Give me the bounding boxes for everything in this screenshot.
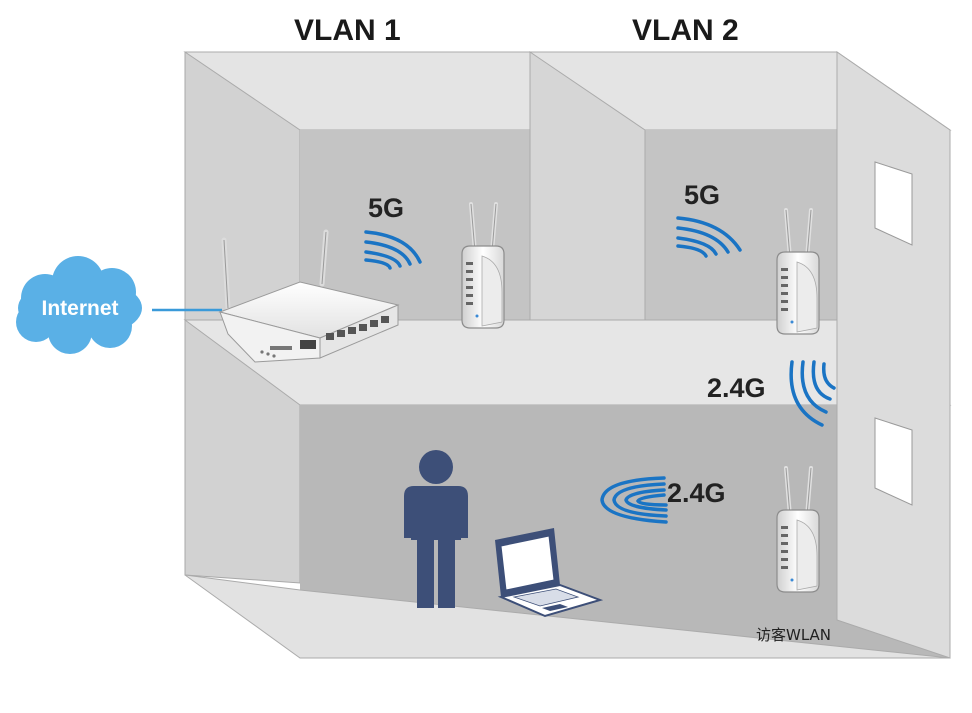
- band-label-upper-left: 5G: [368, 193, 405, 223]
- wifi-signal-icon-right-mid: [789, 360, 836, 427]
- wifi-signal-icon-upper-left: [364, 230, 422, 270]
- vlan2-header: VLAN 2: [632, 14, 739, 47]
- band-label-lower: 2.4G: [667, 478, 726, 508]
- window-upper: [874, 161, 913, 246]
- window-lower: [874, 417, 913, 506]
- cloud-icon: Internet: [16, 256, 142, 354]
- band-label-upper-right: 5G: [684, 180, 721, 210]
- vlan1-header: VLAN 1: [294, 14, 401, 47]
- person-icon: [404, 450, 468, 608]
- guest-wlan-label: 访客WLAN: [756, 626, 832, 644]
- wifi-signal-icon-lower: [600, 476, 668, 524]
- router-icon: [218, 229, 400, 363]
- cloud-label: Internet: [41, 297, 118, 320]
- wifi-signal-icon-upper-right: [676, 216, 742, 258]
- laptop-icon: [495, 528, 604, 618]
- band-label-right-mid: 2.4G: [707, 373, 766, 403]
- right-wall: [836, 51, 951, 659]
